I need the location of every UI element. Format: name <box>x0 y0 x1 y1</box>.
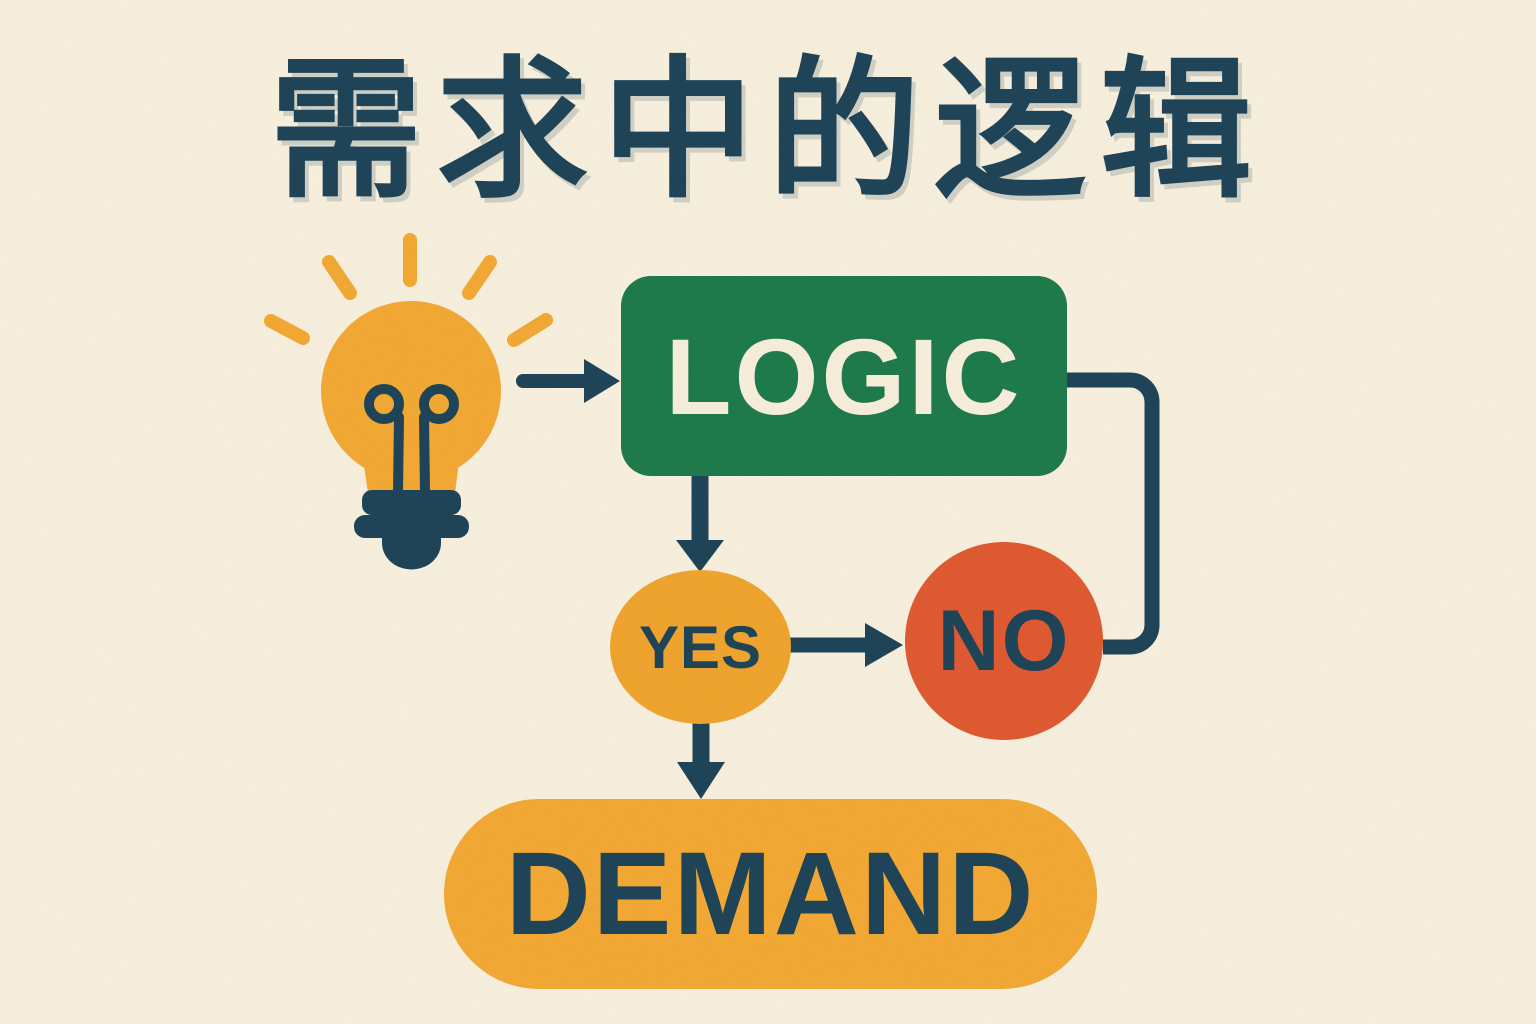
arrowhead-down <box>676 540 724 572</box>
arrowhead-right <box>584 359 620 403</box>
base-ridge-2 <box>354 515 469 538</box>
node-logic-label: LOGIC <box>665 315 1023 437</box>
edge-yes-to-no <box>788 623 903 667</box>
arrowhead-down <box>677 762 725 799</box>
base-ridge-1 <box>362 490 461 515</box>
filament-leg-left <box>393 412 404 497</box>
edge-idea-to-logic <box>516 359 620 403</box>
base-dome <box>382 536 441 570</box>
node-no-label: NO <box>937 592 1071 689</box>
node-demand: DEMAND <box>444 799 1097 989</box>
node-logic: LOGIC <box>621 276 1067 476</box>
bulb-base <box>354 490 469 570</box>
arrowhead-right <box>865 623 903 667</box>
edge-logic-to-yes <box>676 470 724 572</box>
node-yes: YES <box>610 570 791 724</box>
ray-upper-left <box>322 255 357 300</box>
ray-left <box>264 314 310 345</box>
node-yes-label: YES <box>638 613 763 681</box>
edge-yes-to-demand <box>677 722 725 799</box>
lightbulb-icon <box>264 233 553 570</box>
bulb-neck <box>360 438 462 493</box>
filament-leg-right <box>419 412 430 497</box>
node-no: NO <box>905 542 1103 740</box>
ray-upper-right <box>462 255 497 300</box>
ray-right <box>507 313 553 347</box>
node-demand-label: DEMAND <box>505 828 1036 960</box>
